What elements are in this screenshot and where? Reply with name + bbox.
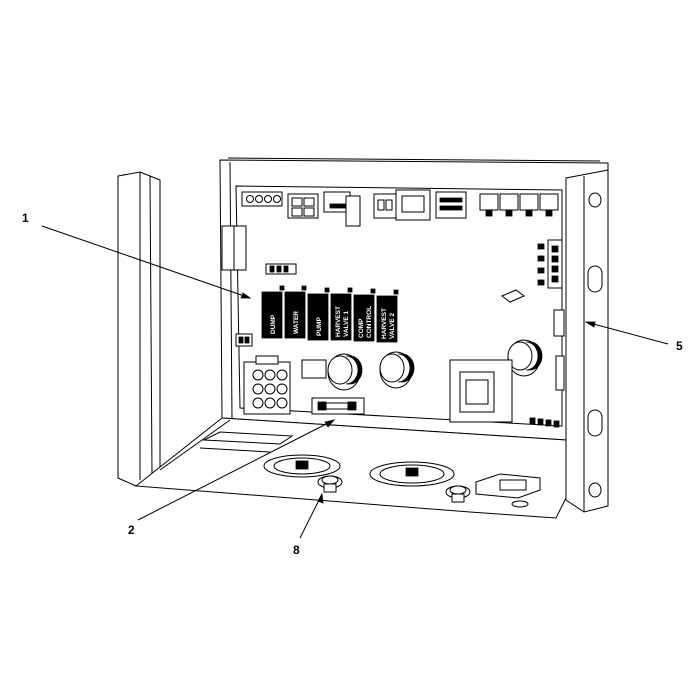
capacitor-2	[379, 351, 415, 389]
relay-row: DUMP WATER PUMP HARVEST VALVE 1 COMP CON…	[261, 285, 399, 343]
relay-label-harvest-valve-2-b: VALVE 2	[389, 312, 396, 339]
relay-label-harvest-valve-1-a: HARVEST	[335, 306, 342, 337]
leader-lines	[41, 225, 669, 539]
relay-label-water-1: WATER	[293, 311, 300, 334]
relay-label-dump-1: DUMP	[270, 314, 277, 334]
chip	[501, 289, 525, 303]
small-component	[301, 359, 327, 379]
relay-comp-control	[353, 288, 376, 342]
cord-grip-2	[445, 485, 471, 503]
relay-label-harvest-valve-2-a: HARVEST	[381, 308, 388, 339]
relay-dump	[261, 285, 285, 339]
callout-1: 1	[22, 211, 29, 225]
enclosure-right-flange	[565, 169, 609, 513]
top-connector-row	[241, 189, 559, 227]
two-pin-connector	[235, 333, 253, 347]
relay-water	[284, 285, 307, 339]
capacitor-1	[327, 353, 363, 391]
cord-grip-1	[317, 475, 343, 493]
capacitor-3	[507, 339, 543, 377]
enclosure-left-wall	[117, 171, 161, 487]
callout-5: 5	[676, 339, 683, 353]
relay-harvest-valve-1	[330, 287, 353, 341]
right-header	[553, 309, 565, 337]
relay-label-pump-1: PUMP	[316, 317, 323, 336]
relay-pump	[307, 287, 330, 341]
relay-label-harvest-valve-1-b: VALVE 1	[343, 310, 350, 337]
relay-harvest-valve-2	[376, 289, 399, 343]
small-header	[265, 263, 297, 275]
callout-8: 8	[293, 543, 300, 557]
power-connector-3x3	[243, 355, 291, 415]
relay-label-comp-control-a: COMP	[358, 318, 365, 338]
relay-label-comp-control-b: CONTROL	[366, 306, 373, 338]
transformer	[449, 359, 513, 423]
right-vertical-connector	[537, 239, 563, 289]
right-header-2	[555, 355, 565, 391]
enclosure-bottom-panel	[134, 417, 567, 519]
circuit-board: DUMP WATER PUMP HARVEST VALVE 1 COMP CON…	[221, 185, 565, 428]
left-relay-block	[221, 225, 247, 271]
small-led-row	[529, 417, 560, 428]
fuse-holder	[311, 397, 365, 415]
callout-2: 2	[128, 523, 135, 537]
